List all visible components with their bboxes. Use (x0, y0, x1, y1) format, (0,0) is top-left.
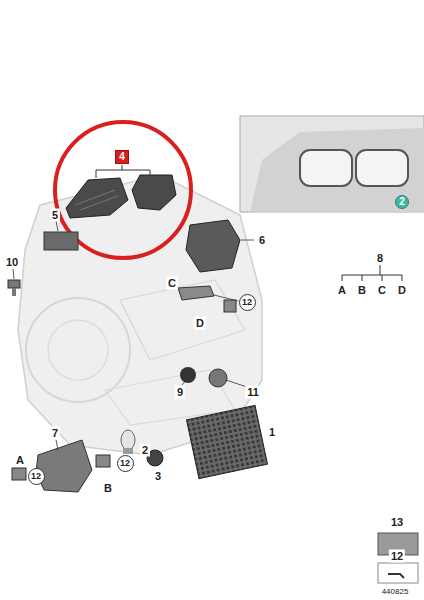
bulb-2 (121, 430, 135, 454)
callout-number: 2 (399, 197, 405, 207)
drawing-stroke (209, 369, 227, 387)
callout-number: B (102, 482, 114, 495)
drawing-number: 440825 (380, 587, 411, 597)
drawing-stroke (13, 269, 14, 279)
drive-6 (186, 220, 254, 272)
callout-number: 1 (267, 426, 277, 439)
drawing-stroke (356, 150, 408, 186)
drawing-stroke (178, 286, 214, 300)
drawing-stroke (182, 380, 186, 385)
clip-a (12, 468, 26, 480)
callout-number: 3 (153, 470, 163, 483)
cover-parts (66, 175, 176, 218)
callout-number: D (396, 284, 408, 297)
callout-number: D (194, 317, 206, 330)
drawing-stroke (66, 178, 128, 218)
callout-number: 12 (31, 472, 41, 481)
drawing-stroke (224, 300, 236, 312)
clip-b (96, 455, 110, 467)
drawing-stroke (186, 220, 240, 272)
bracket-d (224, 300, 236, 312)
drawing-stroke (56, 440, 58, 450)
drawing-stroke (26, 298, 130, 402)
circled-callout: 12 (28, 468, 45, 485)
callout-number: A (336, 284, 348, 297)
drawing-stroke (8, 280, 20, 288)
drawing-stroke (300, 150, 352, 186)
drawing-stroke (226, 380, 247, 387)
callout-number: 4 (119, 152, 125, 162)
drawing-stroke (240, 116, 424, 212)
callout-number: 12 (389, 550, 405, 563)
callout-number: 12 (242, 298, 252, 307)
drawing-stroke (121, 430, 135, 450)
circled-callout: 12 (239, 294, 256, 311)
callout-number: 9 (175, 386, 185, 399)
callout-number: 5 (50, 209, 60, 222)
legend-boxes (378, 533, 418, 583)
drawing-stroke (388, 574, 404, 578)
bracket-7 (36, 440, 92, 492)
drawing-stroke (123, 448, 133, 454)
drawing-stroke (342, 265, 402, 281)
drawing-stroke (250, 128, 424, 212)
drawing-stroke (132, 175, 176, 210)
drawing-stroke (12, 288, 16, 296)
set-bracket-8 (342, 265, 402, 281)
callout-number: 13 (389, 516, 405, 529)
callout-number: A (14, 454, 26, 467)
drawing-stroke (12, 468, 26, 480)
drawing-stroke (56, 221, 58, 231)
drawing-stroke (187, 405, 268, 478)
drawing-stroke (96, 455, 110, 467)
callout-number: 6 (257, 234, 267, 247)
drawing-stroke (241, 240, 254, 241)
callout-number: 8 (375, 252, 385, 265)
position-marker: 2 (395, 195, 409, 209)
highlight-callout: 4 (115, 150, 129, 164)
ballast-1 (187, 405, 268, 478)
drawing-stroke (120, 280, 245, 360)
socket-9-11 (180, 367, 247, 387)
drawing-stroke (48, 320, 108, 380)
drawing-stroke (36, 440, 92, 492)
callout-number: B (356, 284, 368, 297)
callout-number: C (376, 284, 388, 297)
drawing-stroke (75, 190, 118, 210)
drawing-stroke (378, 563, 418, 583)
callout-number: 11 (245, 386, 261, 399)
circled-callout: 12 (117, 455, 134, 472)
callout-number: 12 (120, 459, 130, 468)
module-5 (44, 221, 78, 250)
callout-number: 7 (50, 427, 60, 440)
callout-number: 2 (140, 444, 150, 457)
inset-view (240, 116, 424, 212)
drawing-stroke (180, 367, 196, 383)
callout-number: 10 (4, 256, 20, 269)
clip-10 (8, 269, 20, 296)
bracket-c (178, 286, 238, 301)
drawing-stroke (44, 232, 78, 250)
callout-number: C (166, 277, 178, 290)
